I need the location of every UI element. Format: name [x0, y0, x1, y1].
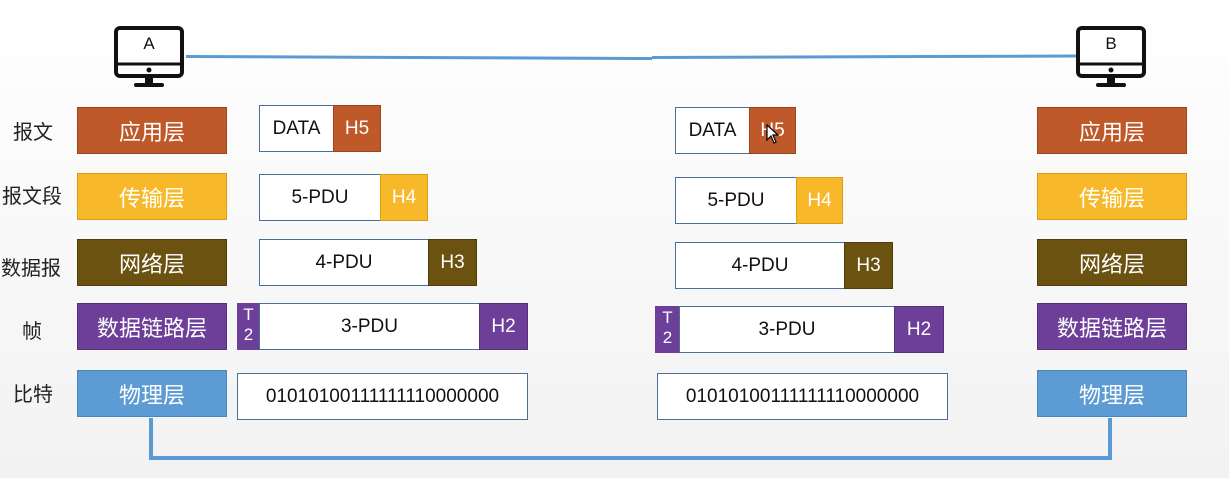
layer-transport-a: 传输层: [77, 173, 227, 220]
header-h5-a: H5: [333, 105, 381, 152]
pdu-5-b: 5-PDU: [675, 177, 797, 224]
row-label-segment: 报文段: [2, 184, 62, 208]
bottom-link-left-vertical: [149, 418, 153, 460]
header-h4-b: H4: [796, 177, 843, 224]
trailer-t2-b-top: T: [662, 308, 673, 327]
mouse-cursor-icon: [766, 123, 780, 144]
pdu-data-b: DATA: [675, 107, 750, 154]
trailer-t2-a-top: T: [243, 305, 254, 324]
bitstream-a: 01010100111111110000000: [237, 373, 528, 420]
layer-physical-b: 物理层: [1037, 370, 1187, 417]
trailer-t2-b: T 2: [655, 306, 680, 353]
header-h3-a: H3: [428, 239, 477, 286]
header-h2-a: H2: [479, 303, 528, 350]
trailer-t2-a: T 2: [237, 303, 260, 350]
layer-network-b: 网络层: [1037, 239, 1187, 286]
layer-datalink-a: 数据链路层: [77, 303, 227, 350]
layer-application-b: 应用层: [1037, 107, 1187, 154]
pdu-4-b: 4-PDU: [675, 242, 845, 289]
bitstream-b: 01010100111111110000000: [657, 373, 948, 420]
pdu-4-a: 4-PDU: [259, 239, 429, 286]
trailer-t2-b-bottom: 2: [662, 328, 673, 347]
top-link-line: [185, 55, 653, 61]
pdu-5-a: 5-PDU: [259, 174, 381, 221]
computer-icon-host-b: B: [1074, 26, 1148, 90]
top-link-line-right: [651, 54, 1079, 59]
host-b-label: B: [1105, 34, 1117, 53]
pdu-3-b: 3-PDU: [679, 306, 895, 353]
row-label-datagram: 数据报: [1, 256, 61, 280]
row-label-message: 报文: [13, 120, 53, 144]
header-h2-b: H2: [894, 306, 944, 353]
layer-transport-b: 传输层: [1037, 173, 1187, 220]
header-h3-b: H3: [844, 242, 893, 289]
host-a-label: A: [143, 34, 155, 53]
layer-datalink-b: 数据链路层: [1037, 303, 1187, 350]
bottom-link-horizontal: [149, 456, 1112, 460]
row-label-bit: 比特: [13, 382, 53, 406]
header-h4-a: H4: [380, 174, 428, 221]
computer-icon-host-a: A: [112, 26, 186, 90]
pdu-data-a: DATA: [259, 105, 334, 152]
pdu-3-a: 3-PDU: [259, 303, 480, 350]
bottom-link-right-vertical: [1108, 418, 1112, 460]
trailer-t2-a-bottom: 2: [243, 325, 254, 344]
layer-application-a: 应用层: [77, 107, 227, 154]
layer-network-a: 网络层: [77, 239, 227, 286]
row-label-frame: 帧: [22, 319, 42, 343]
layer-physical-a: 物理层: [77, 370, 227, 417]
